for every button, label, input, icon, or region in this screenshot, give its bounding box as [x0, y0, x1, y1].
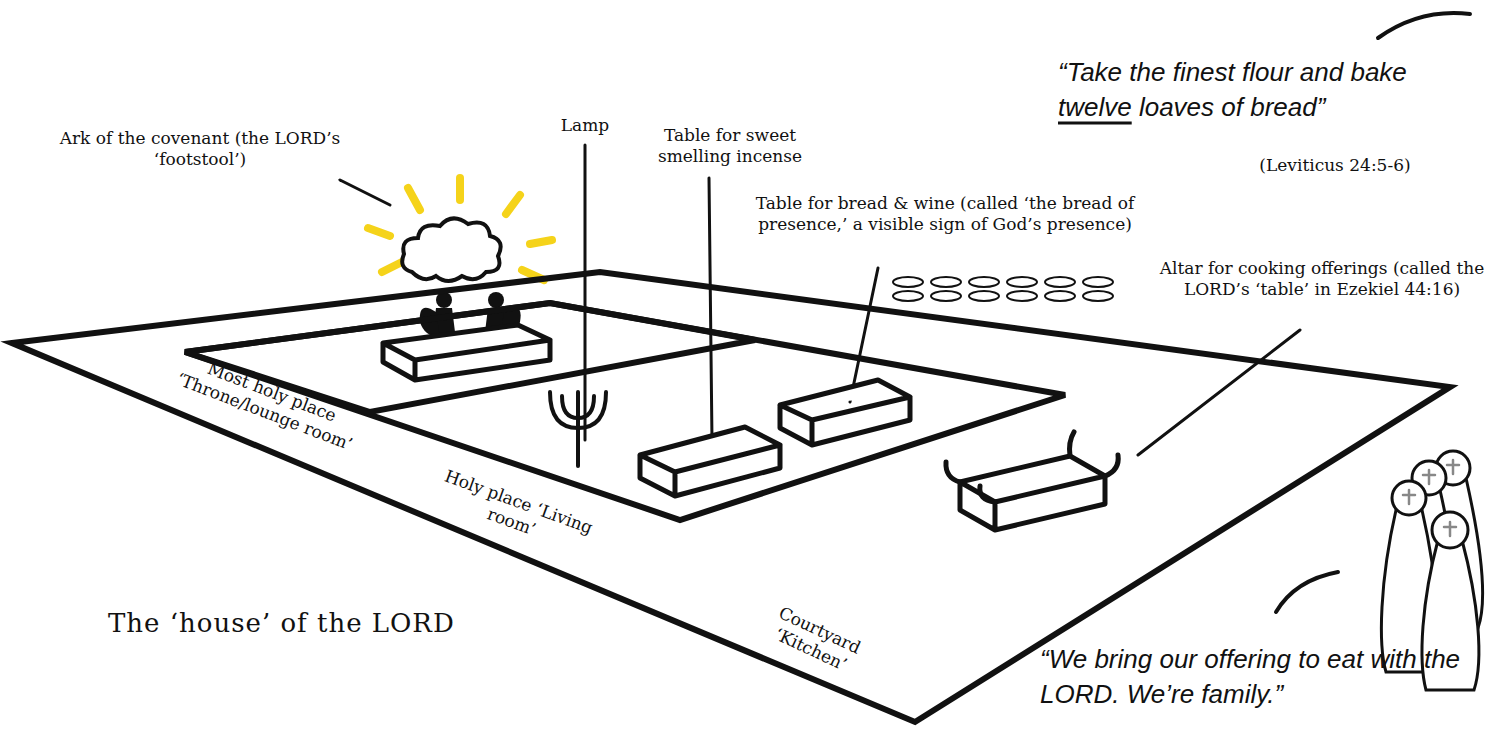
- bread-table-label: Table for bread & wine (called ‘the brea…: [735, 193, 1155, 236]
- incense-label: Table for sweet smelling incense: [630, 125, 830, 168]
- people-quote: “We bring our offering to eat with the L…: [1040, 642, 1495, 712]
- lamp: [550, 392, 606, 466]
- cross-marks: [1403, 460, 1459, 536]
- altar: [960, 456, 1105, 530]
- holy-place-region: Holy place ‘Living room’Most holy place …: [185, 303, 1065, 520]
- scripture-reference: (Leviticus 24:5-6): [1215, 155, 1455, 176]
- ark-label: Ark of the covenant (the LORD’s ‘footsto…: [30, 128, 370, 171]
- region-label: Courtyard ‘Kitchen’: [738, 589, 892, 691]
- scripture-quote: “Take the finest flour and bake twelve l…: [1058, 55, 1458, 125]
- altar-label: Altar for cooking offerings (called the …: [1152, 258, 1492, 301]
- incense-table: [640, 427, 780, 496]
- bread-table: [780, 380, 910, 445]
- altar-horns: [946, 432, 1118, 502]
- lamp-label: Lamp: [545, 115, 625, 136]
- diagram-title: The ‘house’ of the LORD: [108, 608, 455, 638]
- ark-box: [383, 325, 550, 380]
- glory-cloud: [402, 218, 500, 281]
- twelve-loaves: [893, 277, 1113, 301]
- region-label: Holy place ‘Living room’: [433, 464, 598, 559]
- most-holy-place-region: Most holy place ‘Throne/lounge room’: [185, 303, 755, 412]
- glory-rays: [368, 178, 552, 280]
